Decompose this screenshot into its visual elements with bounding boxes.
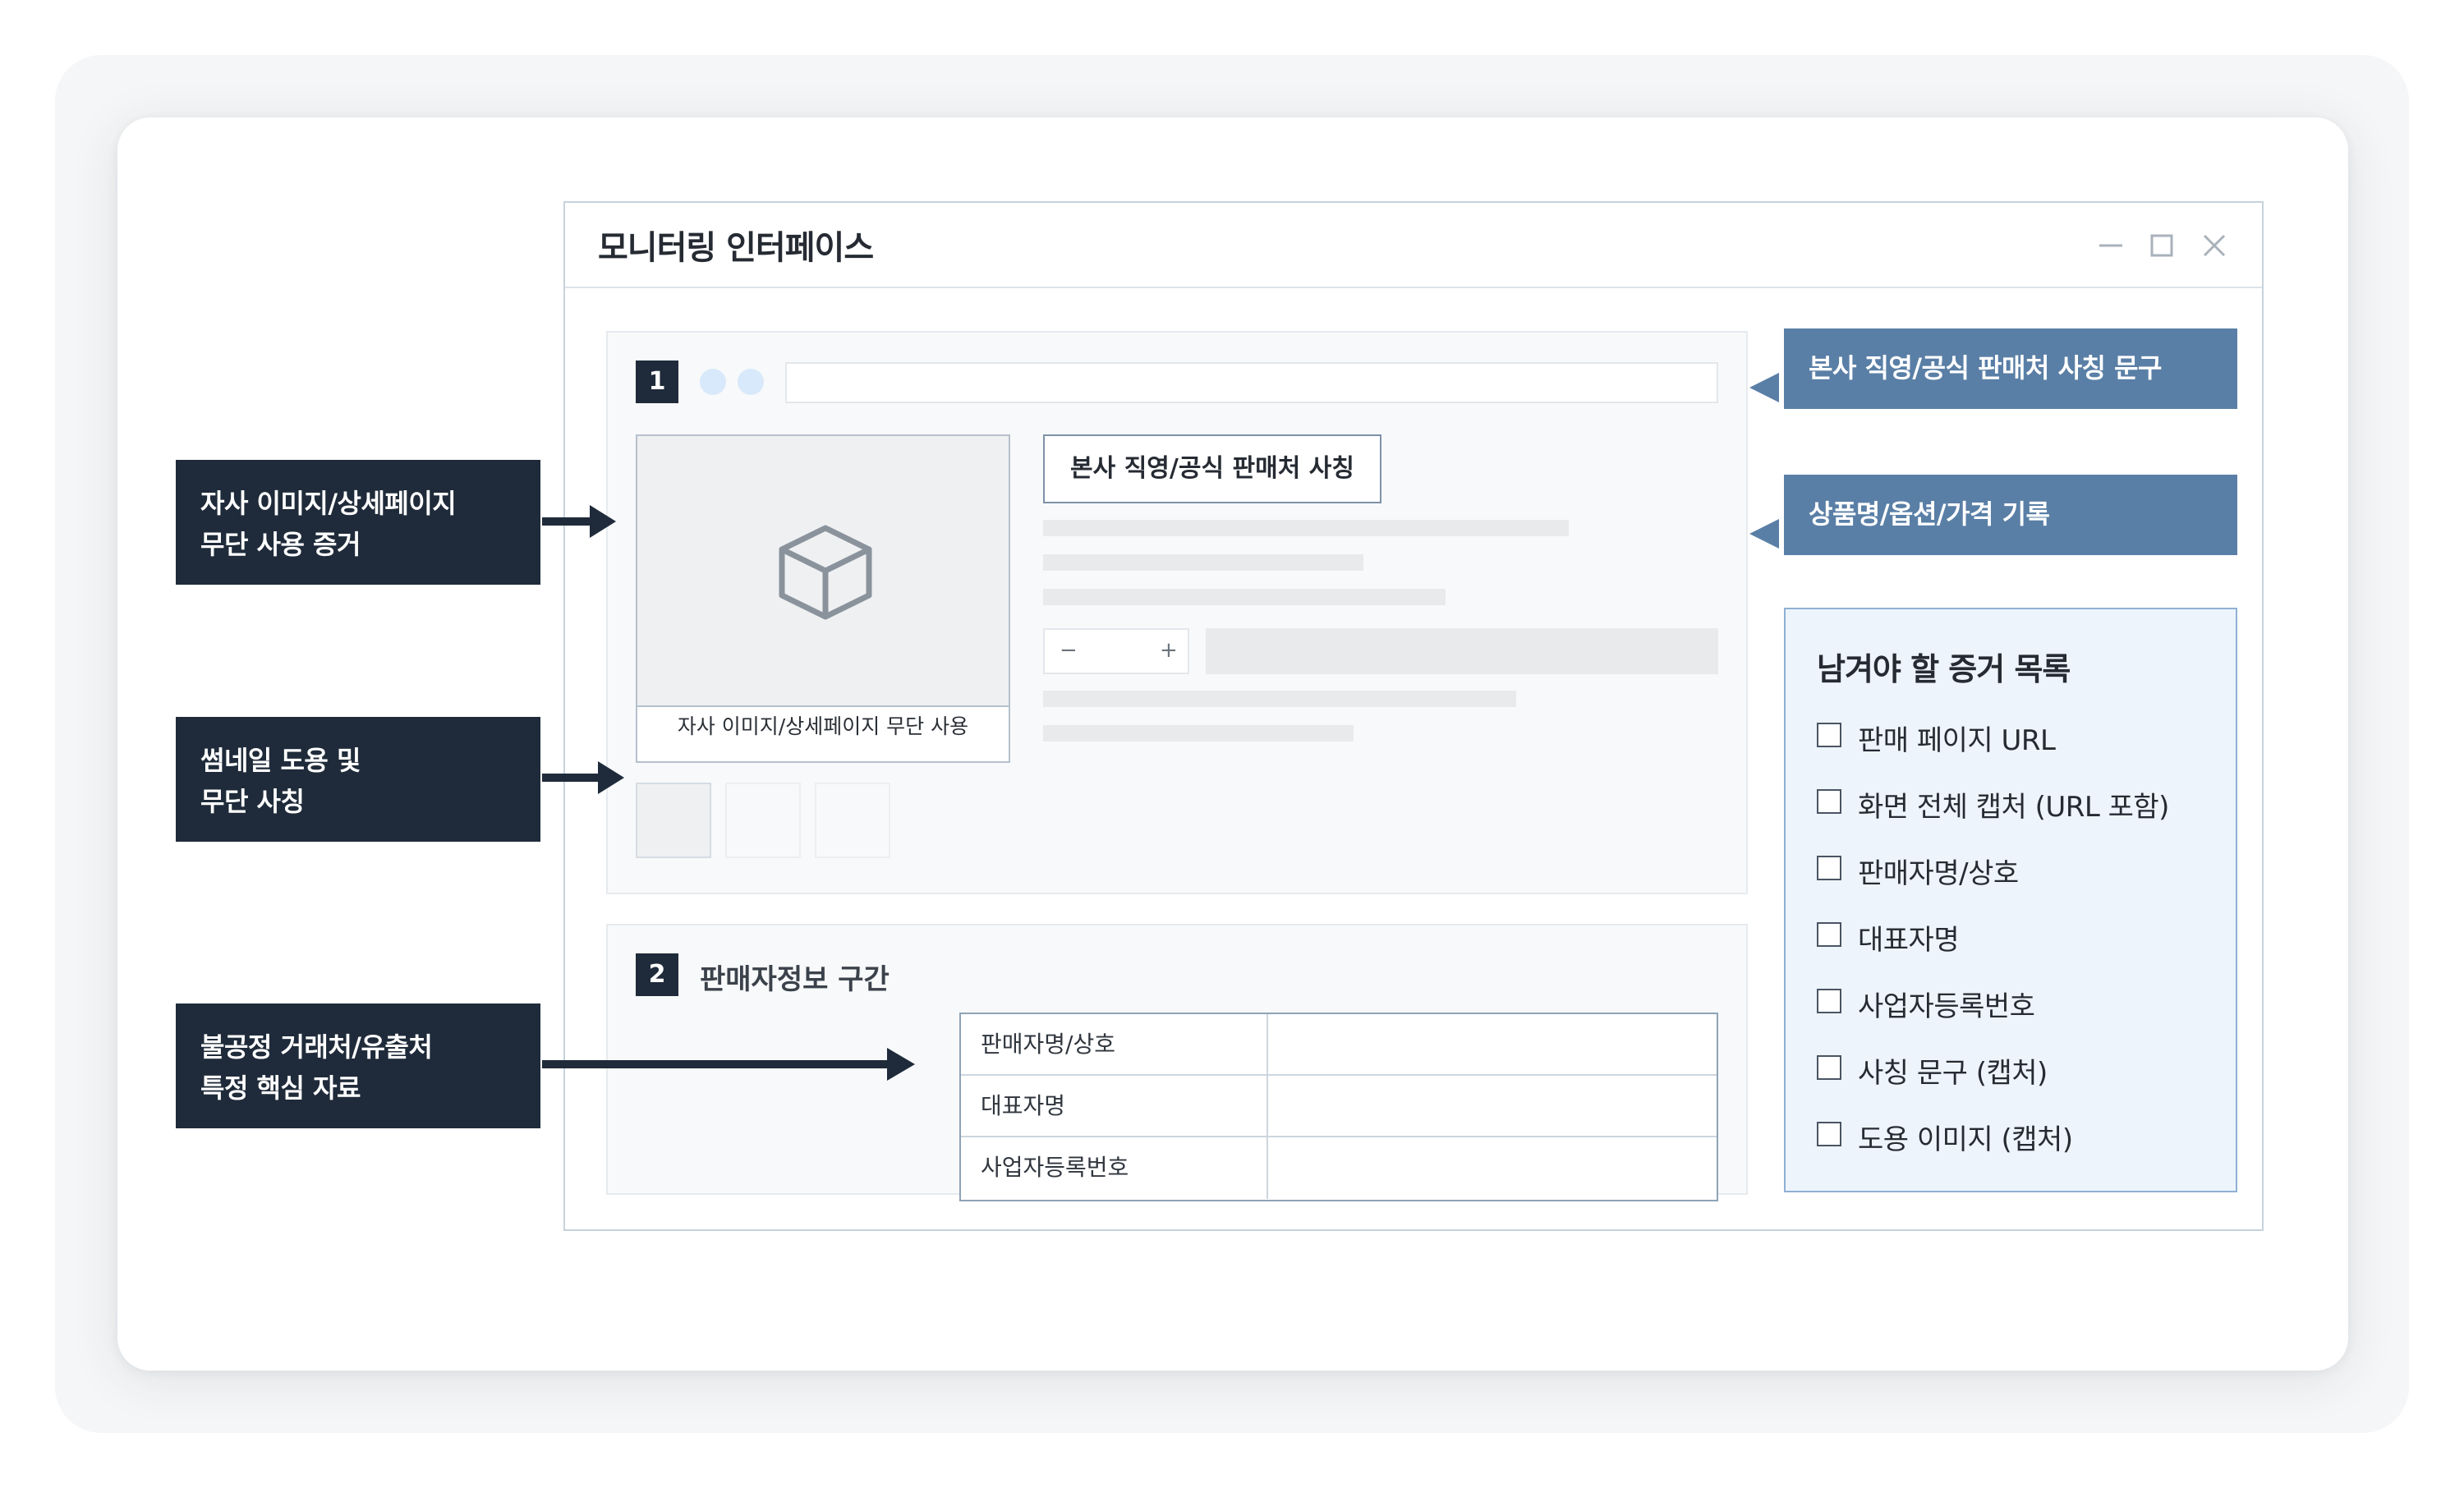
checklist-label: 화면 전체 캡처 (URL 포함) (1858, 791, 2169, 824)
checklist-item[interactable]: 대표자명 (1817, 914, 2227, 957)
table-cell-label: 판매자명/상호 (961, 1014, 1268, 1074)
checkbox-icon[interactable] (1817, 1122, 1841, 1146)
callout-line: 불공정 거래처/유출처 (200, 1031, 433, 1063)
text-line-placeholder (1043, 725, 1354, 742)
image-caption: 자사 이미지/상세페이지 무단 사용 (677, 714, 969, 738)
callout-product-record: 상품명/옵션/가격 기록 (1784, 475, 2237, 555)
callout-thumbnail-misuse: 썸네일 도용 및 무단 사칭 (176, 717, 540, 842)
callout-line: 썸네일 도용 및 (200, 745, 361, 776)
thumbnail[interactable] (815, 783, 890, 858)
text-line-placeholder (1043, 691, 1516, 707)
callout-impersonation-text: 본사 직영/공식 판매처 사칭 문구 (1784, 328, 2237, 409)
browser-dot (738, 369, 764, 395)
arrow-left-icon (1749, 519, 1779, 549)
section-number-badge: 1 (636, 361, 678, 403)
text-line-placeholder (1043, 589, 1446, 605)
maximize-icon[interactable] (2145, 229, 2178, 262)
quantity-stepper[interactable]: − + (1043, 628, 1189, 674)
arrow-right-icon (542, 761, 624, 794)
checkbox-icon[interactable] (1817, 856, 1841, 880)
arrow-right-icon (542, 505, 616, 538)
window-titlebar: 모니터링 인터페이스 (565, 203, 2262, 288)
checklist-label: 판매 페이지 URL (1858, 724, 2056, 757)
product-image-box: 자사 이미지/상세페이지 무단 사용 (636, 434, 1010, 763)
table-row: 대표자명 (961, 1076, 1717, 1137)
evidence-title: 남겨야 할 증거 목록 (1817, 651, 2071, 687)
callout-line: 무단 사칭 (200, 786, 305, 817)
checkbox-icon[interactable] (1817, 1055, 1841, 1080)
arrow-left-icon (1749, 373, 1779, 402)
table-row: 사업자등록번호 (961, 1137, 1717, 1199)
checkbox-icon[interactable] (1817, 789, 1841, 814)
checklist-item[interactable]: 사칭 문구 (캡처) (1817, 1047, 2227, 1090)
checkbox-icon[interactable] (1817, 989, 1841, 1013)
impersonation-tag: 본사 직영/공식 판매처 사칭 (1043, 434, 1381, 503)
table-row: 판매자명/상호 (961, 1014, 1717, 1076)
checklist-item[interactable]: 도용 이미지 (캡처) (1817, 1114, 2227, 1156)
stepper-minus[interactable]: − (1060, 638, 1078, 663)
evidence-checklist: 남겨야 할 증거 목록 판매 페이지 URL 화면 전체 캡처 (URL 포함)… (1784, 608, 2237, 1192)
arrow-right-icon (542, 1048, 915, 1081)
checklist-label: 대표자명 (1858, 924, 1960, 957)
callout-line: 특정 핵심 자료 (200, 1072, 361, 1104)
url-bar (785, 362, 1718, 403)
stepper-plus[interactable]: + (1160, 638, 1178, 663)
checkbox-icon[interactable] (1817, 922, 1841, 947)
checklist-label: 사업자등록번호 (1858, 990, 2035, 1023)
callout-line: 자사 이미지/상세페이지 (200, 488, 457, 519)
minimize-icon[interactable] (2094, 229, 2127, 262)
browser-dot (700, 369, 726, 395)
box-icon (779, 525, 872, 620)
text-line-placeholder (1043, 554, 1363, 571)
section-title: 판매자정보 구간 (700, 963, 890, 996)
callout-image-misuse: 자사 이미지/상세페이지 무단 사용 증거 (176, 460, 540, 585)
close-icon[interactable] (2198, 229, 2231, 262)
checklist-item[interactable]: 판매 페이지 URL (1817, 714, 2227, 757)
checklist-label: 도용 이미지 (캡처) (1858, 1123, 2073, 1156)
table-cell-label: 대표자명 (961, 1076, 1268, 1136)
checklist-label: 판매자명/상호 (1858, 857, 2019, 890)
product-image-placeholder (637, 436, 1009, 707)
callout-unfair-trade: 불공정 거래처/유출처 특정 핵심 자료 (176, 1003, 540, 1128)
table-cell-label: 사업자등록번호 (961, 1137, 1268, 1199)
seller-info-table: 판매자명/상호 대표자명 사업자등록번호 (959, 1013, 1718, 1201)
checklist-item[interactable]: 화면 전체 캡처 (URL 포함) (1817, 781, 2227, 824)
checklist-label: 사칭 문구 (캡처) (1858, 1057, 2048, 1090)
callout-line: 무단 사용 증거 (200, 529, 361, 560)
checklist-item[interactable]: 판매자명/상호 (1817, 847, 2227, 890)
checkbox-icon[interactable] (1817, 723, 1841, 747)
thumbnail[interactable] (725, 783, 801, 858)
thumbnail[interactable] (636, 783, 711, 858)
section-number-badge: 2 (636, 953, 678, 996)
text-line-placeholder (1043, 520, 1569, 536)
checklist-item[interactable]: 사업자등록번호 (1817, 981, 2227, 1023)
window-title: 모니터링 인터페이스 (598, 229, 874, 267)
buy-button-placeholder (1206, 628, 1718, 674)
product-section: 1 자사 이미지/상세페이지 무단 사용 본사 직영/공식 판매처 사칭 − + (606, 331, 1748, 894)
